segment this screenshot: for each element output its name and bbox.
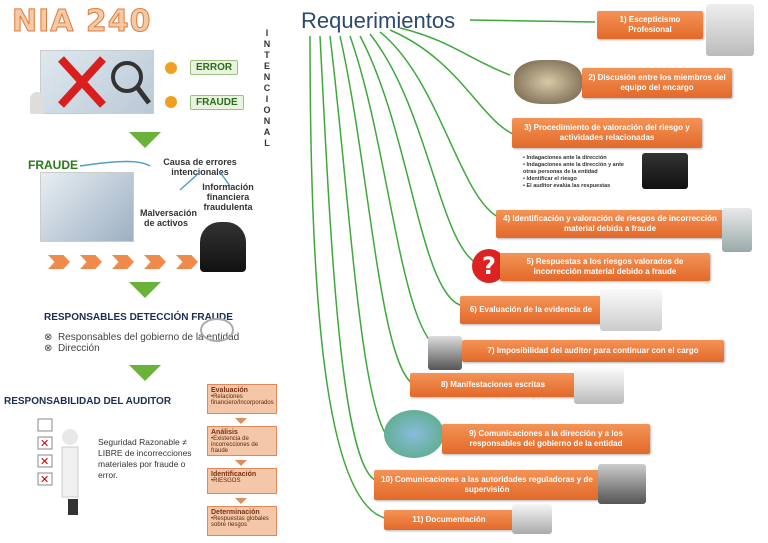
list-item: Indagaciones ante la dirección [523,155,633,162]
side-box-determinacion: Determinación•Respuestas globales sobre … [207,506,277,536]
connector-lines [309,19,596,519]
malversacion-label: Malversación de activos [140,208,198,228]
down-chevron-icon [129,132,161,148]
resp-auditor-title: RESPONSABILIDAD DEL AUDITOR [4,396,172,407]
circle-x-icon: ⊗ [44,343,53,354]
fraud-magnifier-image [40,50,154,114]
intencional-letter: A [263,127,271,137]
step-4: 4) Identificación y valoración de riesgo… [496,210,724,238]
books-image [512,504,552,534]
step-5: 5) Respuestas a los riesgos valorados de… [500,253,710,281]
checklist-pen-image [600,289,662,331]
step-7: 7) Imposibilidad del auditor para contin… [462,340,724,362]
arrow-chevron-row [48,255,198,269]
checklist-figure-image: ✕ ✕ ✕ [30,415,90,525]
resp-list: ⊗ Responsables del gobierno de la entida… [44,332,239,354]
informacion-label: Información financiera fraudulenta [202,182,254,212]
intencional-letter: N [263,39,271,49]
documents-image [574,366,624,404]
ladder-figure-image [722,208,752,252]
person-figure-icon [30,92,44,114]
intencional-letter: L [264,138,270,148]
down-arrow-icon [235,460,247,466]
step-8: 8) Manifestaciones escritas [410,373,576,397]
step-1: 1) Escepticismo Profesional [597,11,703,39]
down-arrow-icon [235,498,247,504]
intencional-letter: N [263,72,271,82]
intencional-letter: I [265,28,269,38]
step-3: 3) Procedimiento de valoración del riesg… [512,118,702,148]
side-box-evaluacion: Evaluación•Relaciones financiero/Incorpo… [207,384,277,414]
arrow-chevron-icon [144,255,166,269]
arrow-chevron-icon [48,255,70,269]
error-bullet-icon [165,62,177,74]
intencional-letter: I [265,94,269,104]
list-item: El auditor evalúa las respuestas [523,183,633,190]
error-tag: ERROR [190,60,239,75]
fraude-tag: FRAUDE [190,95,244,110]
intencional-letter: C [263,83,271,93]
circle-x-icon: ⊗ [44,332,53,343]
nia-title: NIA 240 [12,4,152,40]
step-6: 6) Evaluación de la evidencia de [460,296,602,324]
list-item: ⊗ Responsables del gobierno de la entida… [44,332,240,343]
intencional-letter: O [263,105,271,115]
step-11: 11) Documentación [384,510,514,530]
resp-deteccion-title: RESPONSABLES DETECCIÓN FRAUDE [44,312,233,323]
calculator-image [40,172,134,242]
computer-image [642,153,688,189]
requerimientos-title: Requerimientos [301,8,456,33]
list-item: Identificar el riesgo [523,176,633,183]
red-x-icon [58,56,151,108]
side-box-identificacion: Identificación•RIESGOS [207,468,277,494]
intencional-letter: E [263,61,270,71]
list-item: Indagaciones ante la dirección y ante ot… [523,162,633,176]
svg-text:✕: ✕ [40,473,49,486]
intencional-letter: N [263,116,271,126]
arrow-chevron-icon [112,255,134,269]
down-arrow-icon [235,418,247,424]
down-chevron-icon [129,365,161,381]
list-item: ⊗ Dirección [44,343,100,354]
man-sign-image [428,336,462,370]
side-box-analisis: Análisis•Existencia de incorrecciones de… [207,426,277,456]
down-chevron-icon [129,282,161,298]
magnifier-icon [200,318,234,342]
intencional-letter: T [264,50,270,60]
arrow-chevron-icon [176,255,198,269]
seguridad-text: Seguridad Razonable ≠ LIBRE de incorrecc… [98,437,192,480]
people-circle-image [384,410,444,458]
fraude-connector-lines [79,160,231,191]
svg-text:✕: ✕ [40,455,49,468]
step-10: 10) Comunicaciones a las autoridades reg… [374,470,600,500]
stressed-man-image [200,222,246,272]
meeting-table-image [514,60,582,104]
arrow-chevron-icon [80,255,102,269]
boardroom-image [598,464,646,504]
fraude-bullet-icon [165,96,177,108]
fraude-heading: FRAUDE [28,158,78,172]
sub-list: Indagaciones ante la dirección Indagacio… [523,155,633,190]
step-2: 2) Discusión entre los miembros del equi… [582,68,732,98]
puzzle-figure-image [706,4,754,56]
step-9: 9) Comunicaciones a la dirección y a los… [442,424,650,454]
svg-text:✕: ✕ [40,437,49,450]
